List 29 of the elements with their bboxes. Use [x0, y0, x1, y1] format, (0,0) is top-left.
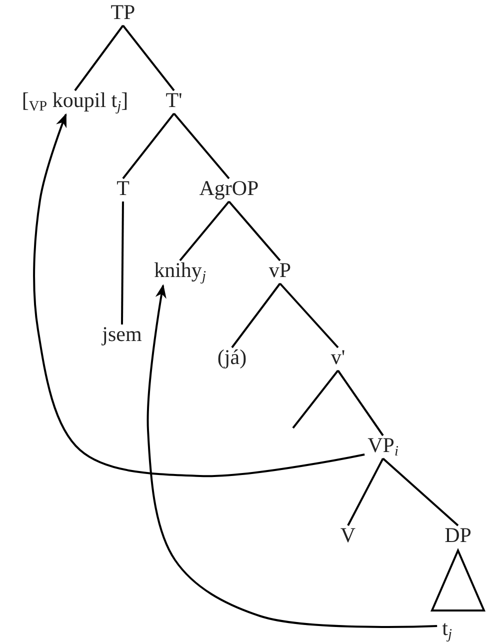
movement-arrow	[33, 113, 365, 478]
movement-arrow	[146, 284, 438, 628]
node-label: jsem	[101, 322, 143, 346]
tree-branch	[173, 112, 230, 180]
tree-branch	[122, 24, 175, 92]
node-label: TP	[110, 0, 136, 24]
node-label: t$_{j}$	[441, 616, 453, 640]
node-label: DP	[444, 524, 472, 546]
node-label: v'	[330, 346, 346, 368]
node-label: T'	[164, 88, 184, 112]
tree-branch	[337, 370, 384, 436]
tree-branch	[292, 370, 339, 429]
node-label: V	[339, 524, 357, 546]
node-label: (já)	[216, 346, 248, 368]
tree-branch	[74, 24, 124, 92]
node-label: T	[116, 176, 130, 200]
tree-branch	[279, 282, 339, 348]
tree-branch	[382, 458, 459, 526]
tree-branch	[179, 200, 230, 262]
tree-branch	[231, 282, 281, 348]
node-label: VP$_{i}$	[366, 434, 400, 456]
node-label: AgrOP	[198, 176, 260, 200]
node-label: [$_{VP}$ koupil t$_{j}$]	[20, 88, 130, 112]
tree-branch	[228, 200, 281, 262]
tree-branch	[347, 458, 384, 526]
tree-branch	[121, 202, 124, 325]
tree-branch	[122, 112, 175, 180]
node-label: vP	[268, 258, 292, 282]
node-label: knihy$_{j}$	[153, 258, 207, 282]
